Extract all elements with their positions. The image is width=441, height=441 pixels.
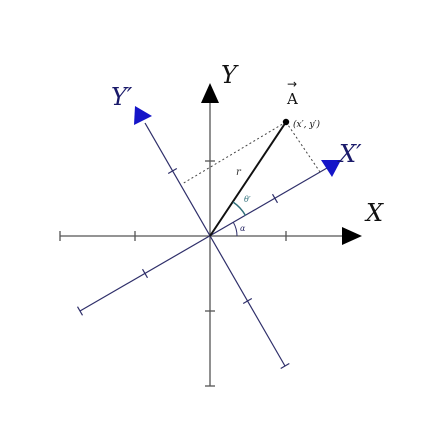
x-axis-label: X — [364, 199, 384, 227]
x-axis — [59, 227, 362, 245]
y-axis — [201, 83, 219, 387]
y-axis-label: Y — [221, 61, 239, 89]
y-prime-axis-line — [144, 122, 286, 367]
y-prime-axis-tick — [280, 362, 290, 370]
x-prime-axis-arrowhead — [321, 160, 341, 177]
length-label: r — [236, 167, 242, 178]
vector-arrow-symbol: → — [287, 77, 297, 91]
y-prime-axis-label: Y′ — [111, 83, 133, 111]
x-prime-axis — [76, 160, 341, 316]
projection-to-y-prime — [181, 121, 287, 185]
theta-prime-label: θ′ — [244, 195, 251, 204]
x-prime-axis-tick — [141, 268, 149, 279]
alpha-label: α — [240, 224, 246, 233]
y-prime-axis-tick — [167, 167, 178, 175]
x-prime-axis-tick — [271, 193, 279, 204]
x-prime-axis-tick — [76, 306, 84, 316]
y-prime-axis — [134, 106, 290, 370]
theta-prime-arc — [232, 201, 247, 216]
y-prime-axis-arrowhead — [134, 106, 152, 125]
y-axis-arrowhead — [201, 83, 219, 103]
point-label: (x′, y′) — [293, 119, 320, 130]
vector-label: A — [286, 90, 298, 108]
projection-to-x-prime — [285, 121, 321, 173]
x-prime-axis-line — [79, 167, 328, 312]
alpha-arc — [232, 222, 238, 237]
vector-endpoint — [282, 118, 290, 126]
vector-a — [209, 121, 287, 237]
x-axis-arrowhead — [342, 227, 362, 245]
y-prime-axis-tick — [242, 297, 253, 305]
x-prime-axis-label: X′ — [337, 140, 362, 168]
